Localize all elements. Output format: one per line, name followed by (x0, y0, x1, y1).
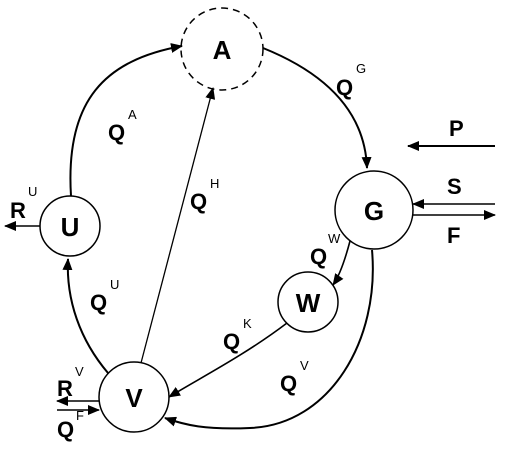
svg-text:F: F (76, 408, 84, 423)
svg-text:U: U (28, 184, 37, 199)
svg-text:R: R (57, 376, 73, 401)
svg-text:V: V (75, 364, 84, 379)
edge-v-to-a-qh (140, 87, 216, 364)
svg-text:Q: Q (190, 189, 207, 214)
svg-text:Q: Q (336, 75, 353, 100)
svg-text:W: W (328, 231, 341, 246)
svg-text:Q: Q (90, 290, 107, 315)
svg-text:Q: Q (57, 417, 74, 442)
label-p: P (449, 116, 464, 141)
label-ru: R U (10, 184, 37, 223)
svg-text:R: R (10, 198, 26, 223)
svg-text:H: H (210, 176, 219, 191)
node-u-label: U (61, 212, 80, 242)
node-v-label: V (125, 383, 143, 413)
svg-text:Q: Q (108, 120, 125, 145)
node-g-label: G (364, 196, 384, 226)
svg-text:Q: Q (280, 371, 297, 396)
label-qu: Q U (90, 277, 119, 315)
label-qg: Q G (336, 61, 366, 100)
svg-text:V: V (300, 358, 309, 373)
node-a: A (180, 7, 264, 91)
label-qa: Q A (108, 107, 137, 145)
label-qv: Q V (280, 358, 309, 396)
edge-g-to-a-qg (262, 47, 372, 169)
edge-g-to-w-qw (332, 240, 351, 286)
edge-g-to-v-qv (164, 249, 374, 430)
label-qw: Q W (310, 231, 341, 269)
node-g: G (334, 170, 414, 250)
svg-text:Q: Q (223, 329, 240, 354)
label-qf: Q F (57, 408, 84, 442)
svg-text:U: U (110, 277, 119, 292)
node-u: U (39, 195, 101, 257)
node-a-label: A (213, 35, 232, 65)
svg-text:K: K (243, 316, 252, 331)
label-qh: Q H (190, 176, 219, 214)
label-qk: Q K (223, 316, 252, 354)
edge-w-to-v-qk (168, 322, 288, 398)
node-w: W (277, 271, 339, 333)
node-w-label: W (296, 288, 321, 318)
svg-text:A: A (128, 107, 137, 122)
node-v: V (98, 361, 170, 433)
svg-text:G: G (356, 61, 366, 76)
label-f: F (447, 223, 460, 248)
svg-text:Q: Q (310, 244, 327, 269)
label-s: S (447, 174, 462, 199)
edge-u-to-a-qa (69, 43, 183, 197)
edge-v-to-u-qu (62, 258, 109, 374)
label-rv: R V (57, 364, 84, 401)
